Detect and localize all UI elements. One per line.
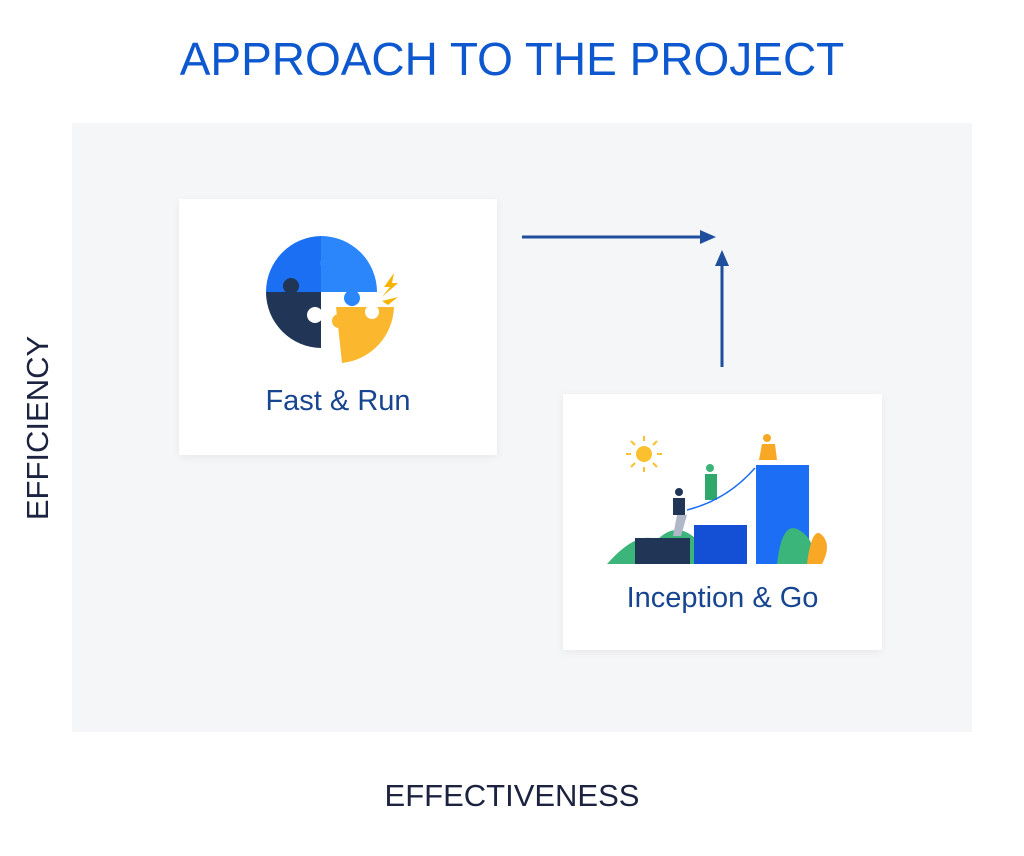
card-inception-and-go: Inception & Go — [563, 394, 882, 650]
y-axis-label: EFFICIENCY — [20, 335, 55, 521]
card-label: Fast & Run — [265, 385, 411, 417]
card-fast-and-run: Fast & Run — [179, 199, 497, 455]
page-title: APPROACH TO THE PROJECT — [179, 33, 845, 85]
x-axis-label: EFFECTIVENESS — [384, 778, 640, 813]
arrow-right-icon — [522, 230, 716, 244]
climbing-team-icon — [607, 434, 827, 564]
card-label: Inception & Go — [626, 582, 819, 614]
puzzle-icon — [266, 236, 398, 363]
arrow-up-icon — [715, 250, 729, 367]
